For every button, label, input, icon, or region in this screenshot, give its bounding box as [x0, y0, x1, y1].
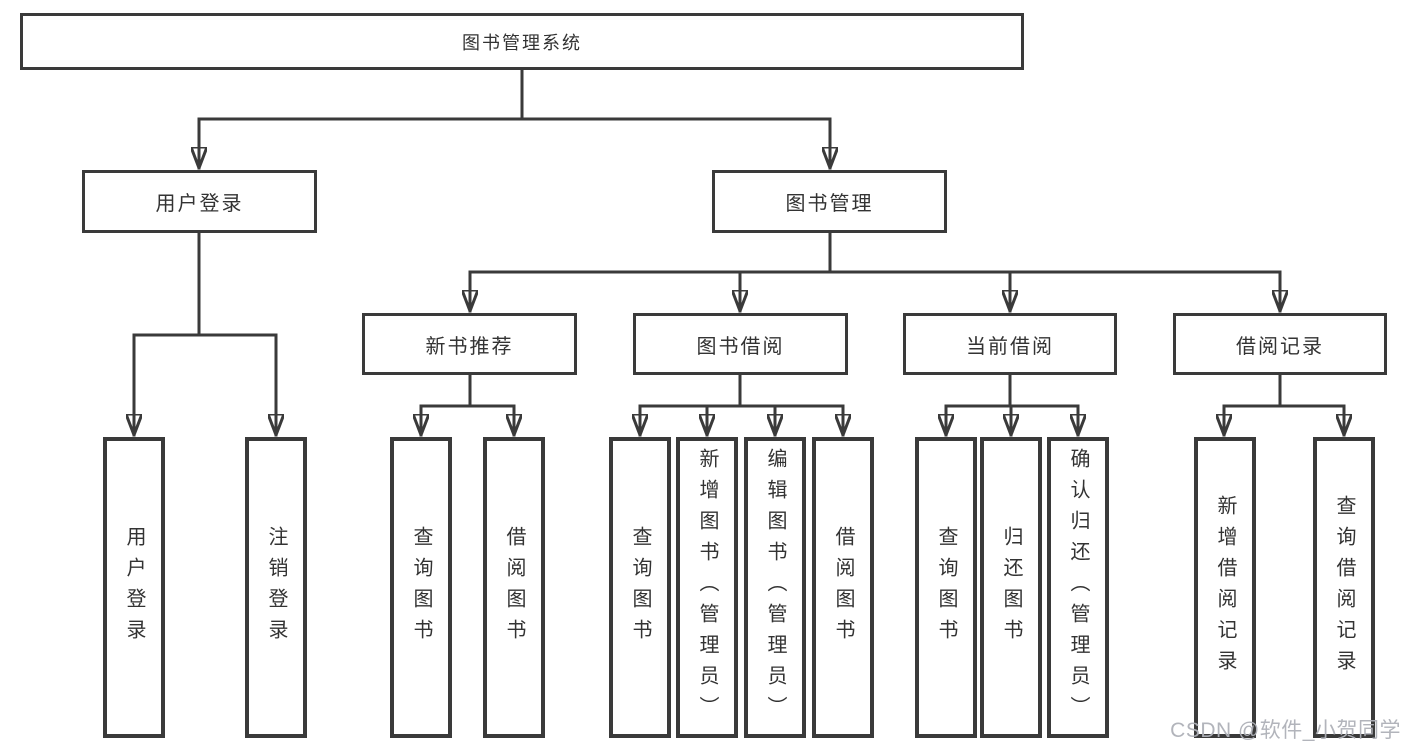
- connector-bookborrow-to-leaves: [640, 373, 843, 437]
- leaf-edit-books-admin: 编辑图书（管理员）: [744, 437, 806, 738]
- node-user-login: 用户登录: [82, 170, 317, 233]
- connector-newbooks-to-leaves: [421, 373, 514, 437]
- leaf-label: 确认归还（管理员）: [1067, 448, 1089, 727]
- leaf-add-books-admin: 新增图书（管理员）: [676, 437, 738, 738]
- leaf-label: 查询借阅记录: [1333, 494, 1355, 681]
- leaf-label: 用户登录: [123, 525, 145, 650]
- leaf-query-books-current: 查询图书: [915, 437, 977, 738]
- node-label: 图书借阅: [696, 335, 785, 358]
- csdn-watermark: CSDN @软件_小贺同学: [1170, 719, 1401, 742]
- node-label: 新书推荐: [425, 335, 514, 358]
- leaf-query-books-newbooks: 查询图书: [390, 437, 452, 738]
- leaf-label: 借阅图书: [832, 525, 854, 650]
- leaf-query-borrow-record: 查询借阅记录: [1313, 437, 1375, 738]
- leaf-confirm-return-admin: 确认归还（管理员）: [1047, 437, 1109, 738]
- node-label: 图书管理: [785, 193, 874, 215]
- leaf-label: 新增借阅记录: [1214, 494, 1236, 681]
- leaf-return-books: 归还图书: [980, 437, 1042, 738]
- leaf-label: 查询图书: [935, 525, 957, 650]
- leaf-label: 注销登录: [265, 525, 287, 650]
- connector-borrowrecords-to-leaves: [1224, 373, 1344, 437]
- node-book-borrowing: 图书借阅: [633, 313, 848, 375]
- node-library-management-system: 图书管理系统: [20, 13, 1024, 70]
- leaf-label: 新增图书（管理员）: [696, 448, 718, 727]
- leaf-label: 编辑图书（管理员）: [764, 448, 786, 727]
- leaf-borrow-books-borrowing: 借阅图书: [812, 437, 874, 738]
- leaf-logout-login: 注销登录: [245, 437, 307, 738]
- leaf-label: 查询图书: [410, 525, 432, 650]
- node-label: 借阅记录: [1236, 335, 1324, 358]
- node-label: 当前借阅: [966, 335, 1054, 358]
- node-book-management: 图书管理: [712, 170, 947, 233]
- connector-currentborrow-to-leaves: [946, 373, 1078, 437]
- node-borrowing-records: 借阅记录: [1173, 313, 1387, 375]
- leaf-label: 借阅图书: [503, 525, 525, 650]
- connector-root-to-level2: [199, 68, 830, 170]
- connector-userlogin-to-leaves: [134, 231, 276, 437]
- leaf-label: 查询图书: [629, 525, 651, 650]
- node-current-borrowing: 当前借阅: [903, 313, 1117, 375]
- leaf-user-login: 用户登录: [103, 437, 165, 738]
- leaf-borrow-books-newbooks: 借阅图书: [483, 437, 545, 738]
- leaf-query-books-borrowing: 查询图书: [609, 437, 671, 738]
- node-label: 用户登录: [155, 193, 244, 215]
- leaf-label: 归还图书: [1000, 525, 1022, 650]
- node-new-book-recommend: 新书推荐: [362, 313, 577, 375]
- leaf-add-borrow-record: 新增借阅记录: [1194, 437, 1256, 738]
- connector-bookmgmt-to-level3: [470, 231, 1280, 313]
- node-label: 图书管理系统: [462, 32, 582, 53]
